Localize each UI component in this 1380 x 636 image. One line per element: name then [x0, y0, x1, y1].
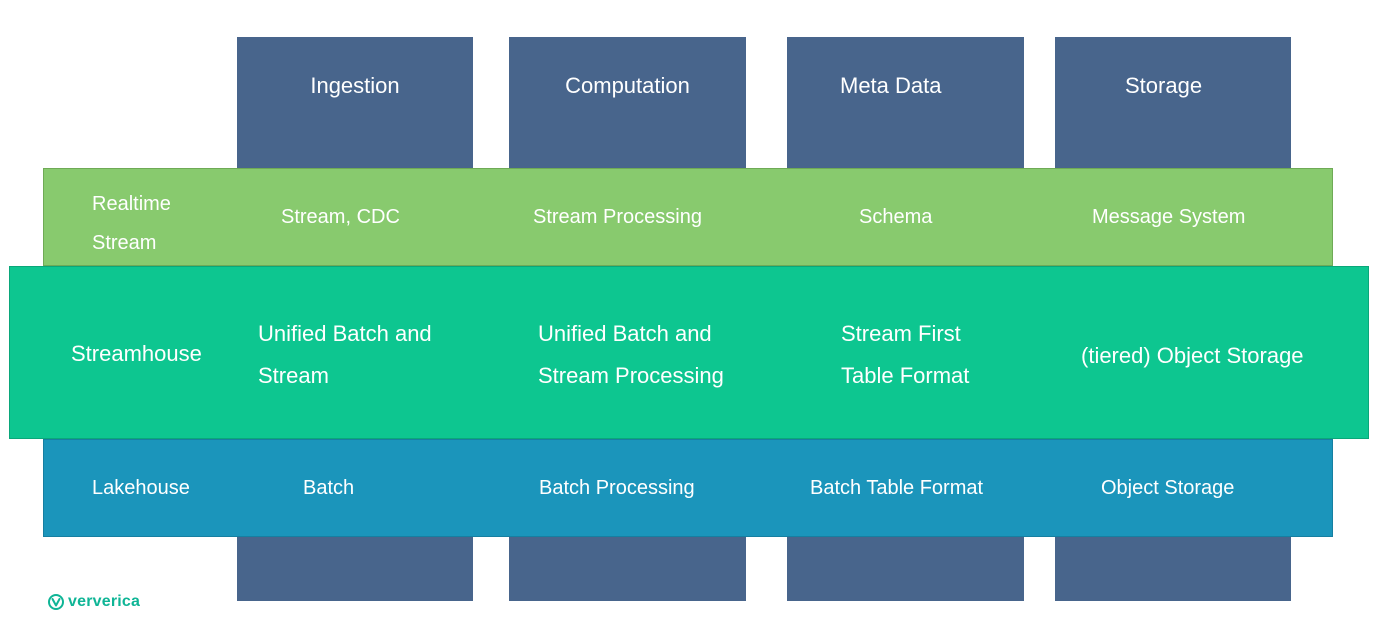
column-title-computation: Computation: [565, 73, 690, 98]
cell-streamhouse-metadata: Stream First Table Format: [841, 321, 970, 388]
row-label-realtime: Realtime Stream: [92, 193, 171, 254]
column-ingestion: Ingestion: [237, 37, 473, 169]
ververica-logo: ververica: [48, 590, 140, 614]
column-metadata-base: [787, 536, 1024, 601]
column-title-ingestion: Ingestion: [310, 73, 400, 98]
column-storage-base: [1055, 536, 1291, 601]
cell-lakehouse-metadata: Batch Table Format: [810, 477, 984, 499]
row-label-lakehouse: Lakehouse: [92, 477, 190, 499]
band-streamhouse: Streamhouse Unified Batch and Stream Uni…: [9, 266, 1369, 439]
cell-lakehouse-storage: Object Storage: [1101, 477, 1235, 499]
column-computation-base: [509, 536, 746, 601]
column-computation: Computation: [509, 37, 746, 169]
cell-realtime-computation: Stream Processing: [533, 206, 702, 228]
column-ingestion-base: [237, 536, 473, 601]
row-label-streamhouse: Streamhouse: [71, 341, 202, 366]
logo-text: ververica: [68, 593, 141, 610]
cell-streamhouse-computation: Unified Batch and Stream Processing: [538, 321, 724, 388]
cell-lakehouse-ingestion: Batch: [303, 477, 355, 499]
cell-streamhouse-storage: (tiered) Object Storage: [1081, 343, 1304, 368]
band-realtime-stream: Realtime Stream Stream, CDC Stream Proce…: [43, 168, 1333, 266]
column-title-metadata: Meta Data: [840, 73, 942, 98]
cell-streamhouse-ingestion: Unified Batch and Stream: [258, 321, 432, 388]
cell-realtime-ingestion: Stream, CDC: [281, 206, 400, 228]
column-title-storage: Storage: [1125, 73, 1203, 98]
ververica-logo-icon: [48, 594, 64, 610]
column-storage: Storage: [1055, 37, 1291, 169]
cell-lakehouse-computation: Batch Processing: [539, 477, 695, 499]
column-metadata: Meta Data: [787, 37, 1024, 169]
cell-realtime-storage: Message System: [1092, 206, 1246, 228]
band-lakehouse: Lakehouse Batch Batch Processing Batch T…: [43, 439, 1333, 537]
cell-realtime-metadata: Schema: [859, 206, 933, 228]
